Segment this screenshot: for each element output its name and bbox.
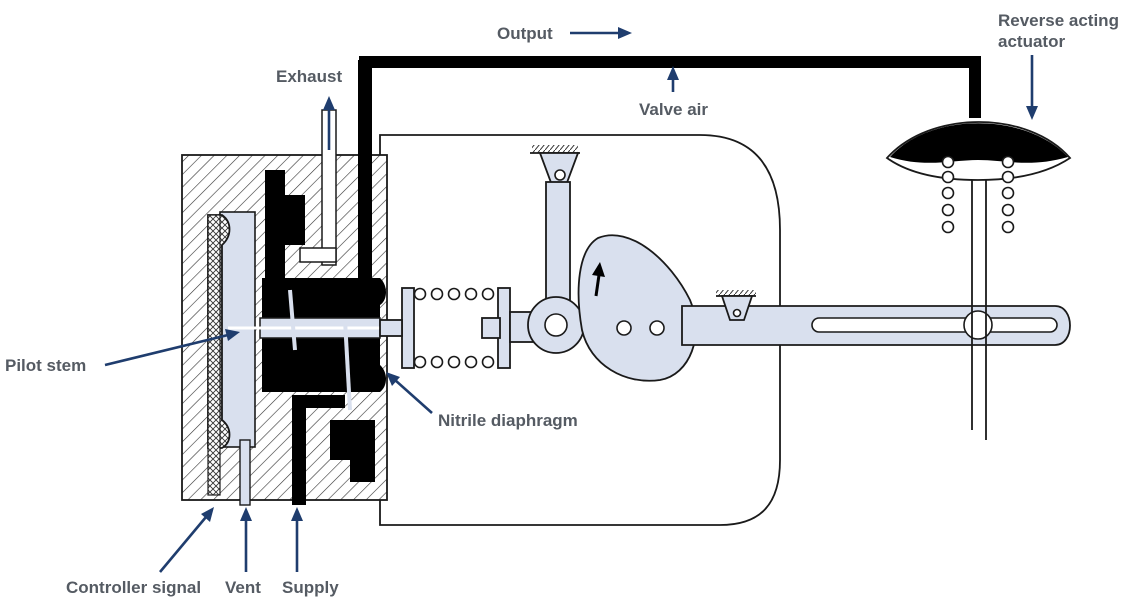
- label-vent: Vent: [225, 578, 261, 597]
- cam: [577, 234, 697, 382]
- label-output: Output: [497, 24, 553, 43]
- annotation-arrows: [104, 27, 1038, 573]
- label-controller-signal: Controller signal: [66, 578, 201, 597]
- label-reverse-acting-actuator-line1: Reverse acting: [998, 11, 1119, 30]
- label-exhaust: Exhaust: [276, 67, 342, 86]
- label-supply: Supply: [282, 578, 339, 597]
- actuator: [885, 121, 1072, 440]
- label-reverse-acting-actuator-line2: actuator: [998, 32, 1065, 51]
- relay-valve-block: [228, 170, 386, 482]
- output-air-line: [359, 56, 981, 285]
- balance-spring: [379, 287, 569, 369]
- feedback-arm: [681, 290, 1071, 346]
- linkage: [527, 145, 585, 354]
- label-pilot-stem: Pilot stem: [5, 356, 86, 375]
- label-nitrile-diaphragm: Nitrile diaphragm: [438, 411, 578, 430]
- label-valve-air: Valve air: [639, 100, 708, 119]
- signal-diaphragm: [207, 214, 231, 496]
